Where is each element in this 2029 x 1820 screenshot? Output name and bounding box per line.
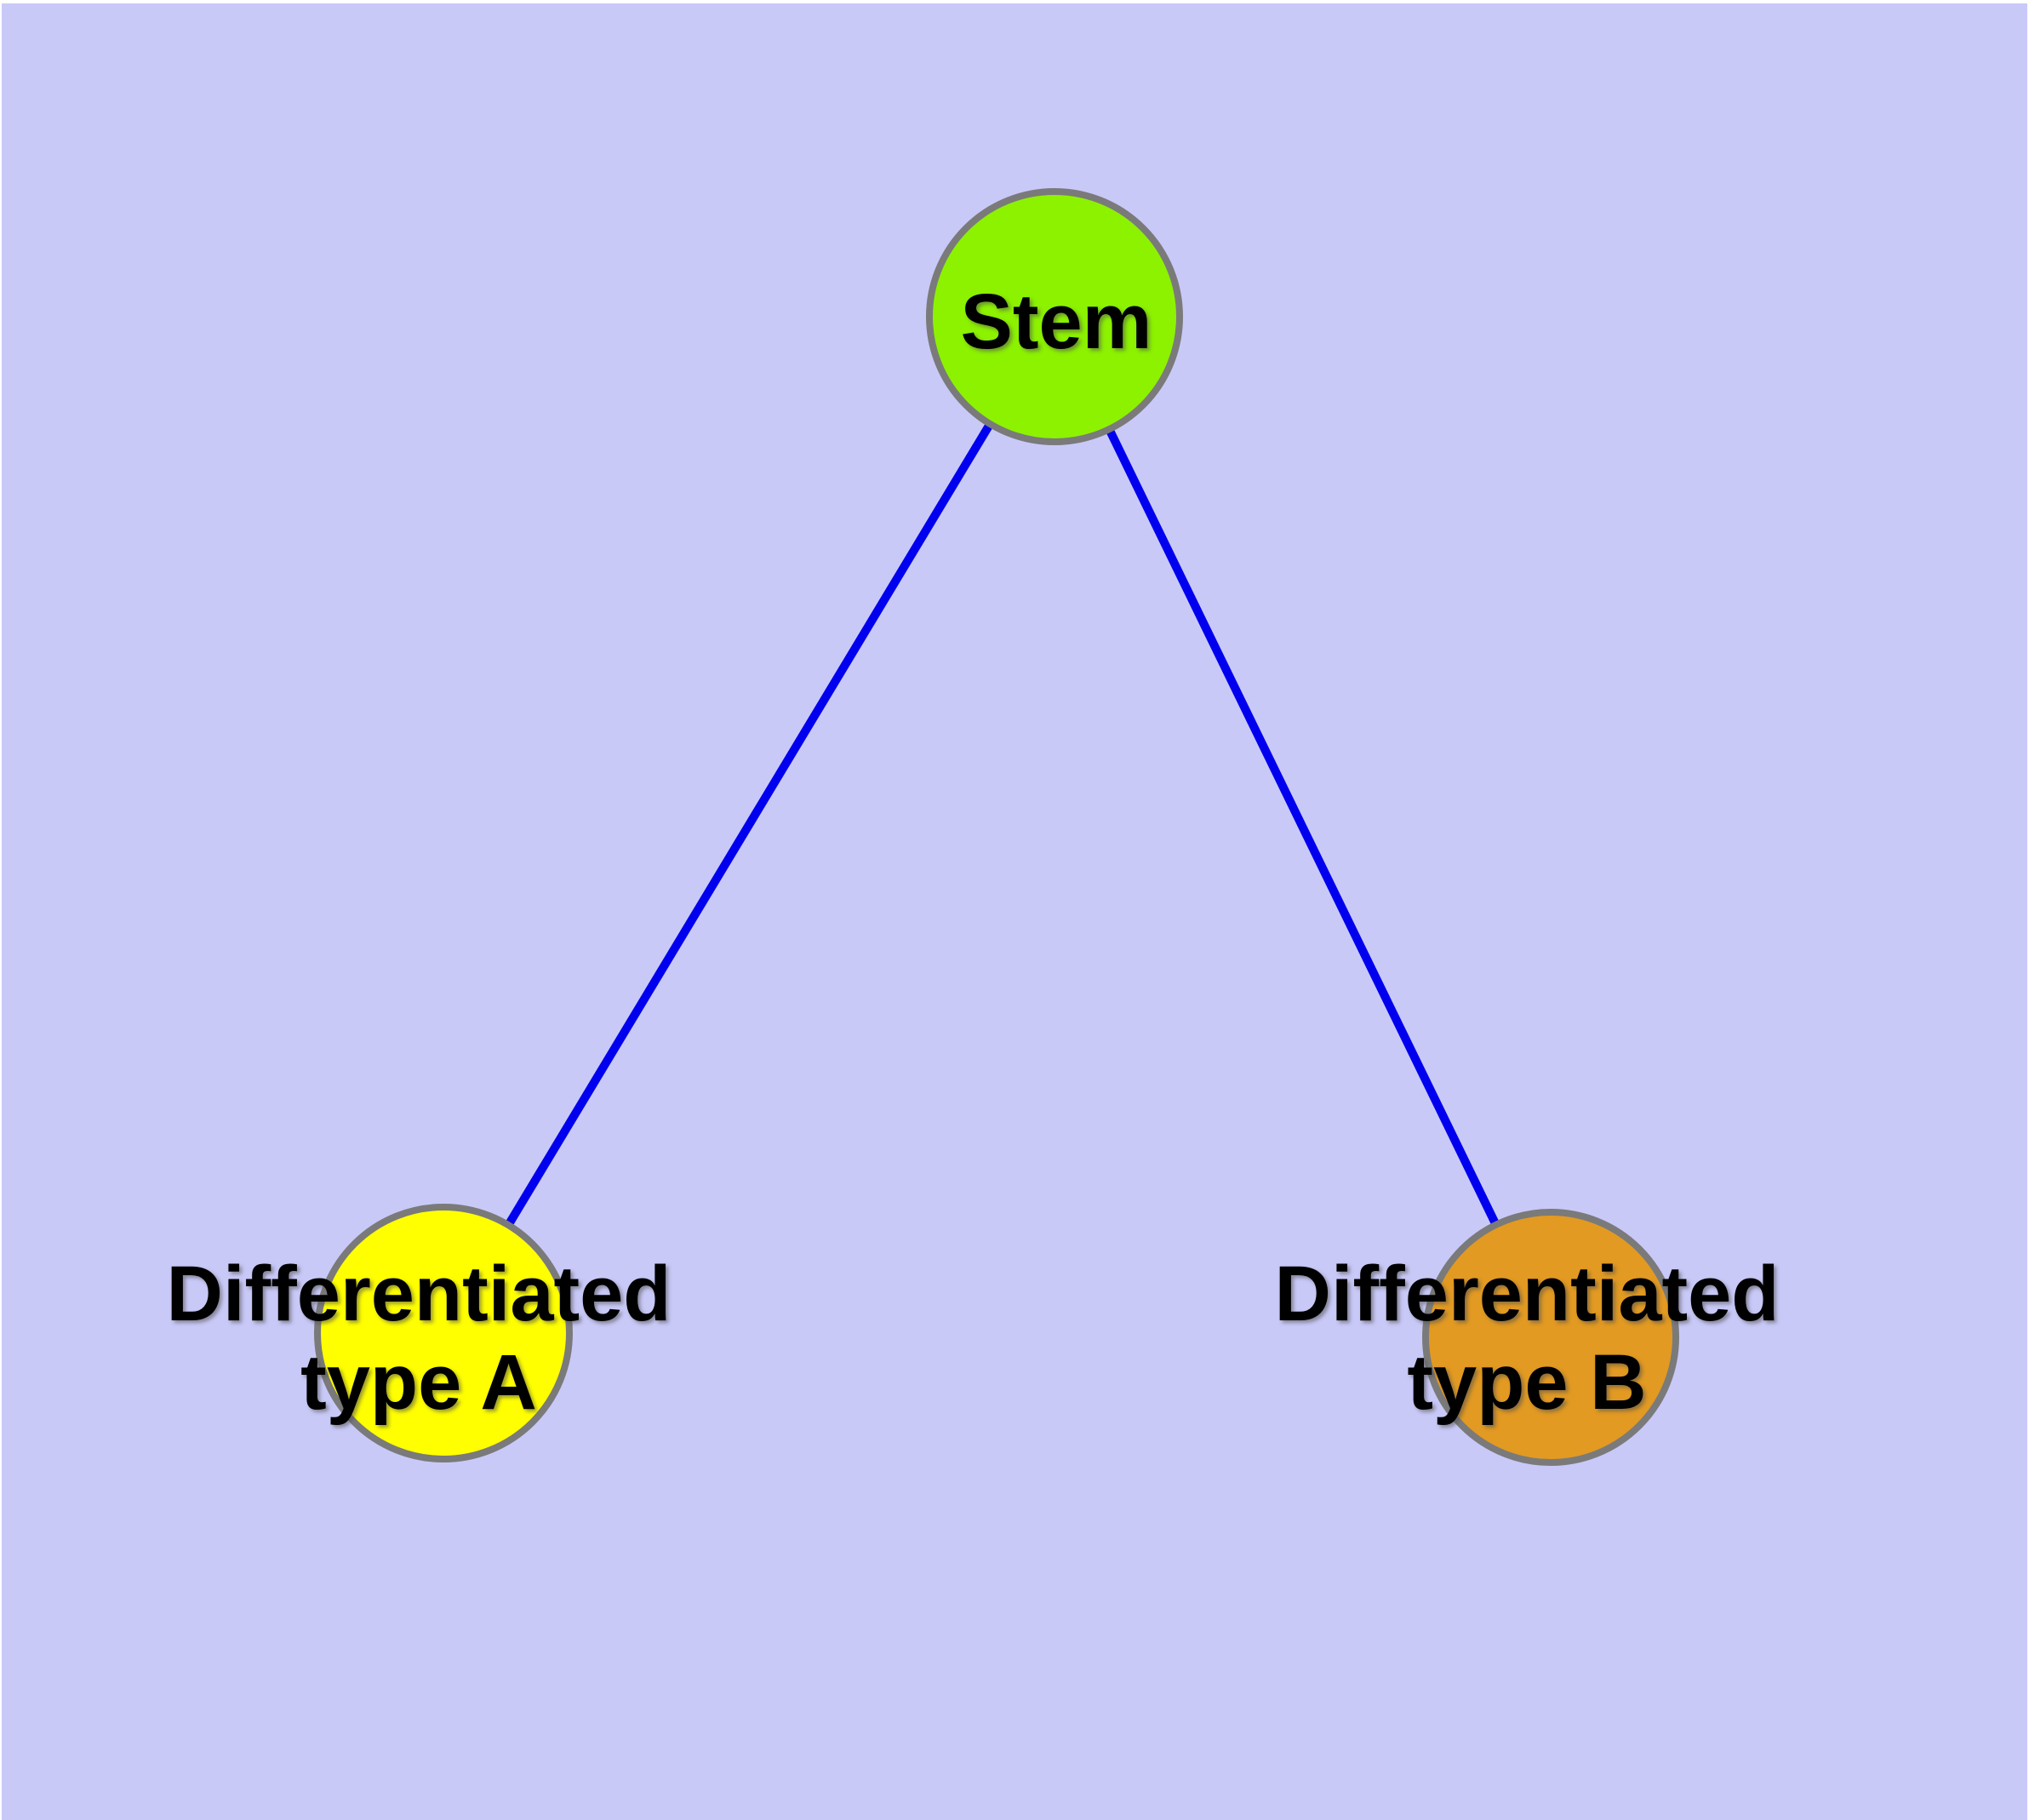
diagram-svg <box>314 188 1679 1466</box>
node-type-b-circle <box>1422 1209 1679 1466</box>
node-type-b-label-line2: type B <box>1407 1339 1647 1426</box>
diagram-background: Stem Differentiated type A Differentiate… <box>2 3 2027 1820</box>
node-stem-label-line: Stem <box>960 278 1152 365</box>
node-type-a-label-line1: Differentiated <box>166 1251 672 1337</box>
node-type-a-label: Differentiated type A <box>167 1250 672 1427</box>
node-type-b-label-line1: Differentiated <box>1274 1251 1780 1337</box>
node-type-b-label: Differentiated type B <box>1275 1250 1780 1427</box>
node-type-a-circle <box>314 1204 573 1462</box>
edge-stem-to-type-a <box>439 314 1059 1336</box>
node-stem-label: Stem <box>961 278 1152 366</box>
node-stem-circle <box>926 188 1183 445</box>
node-type-a-label-line2: type A <box>300 1339 537 1426</box>
edge-stem-to-type-b <box>1050 314 1555 1340</box>
